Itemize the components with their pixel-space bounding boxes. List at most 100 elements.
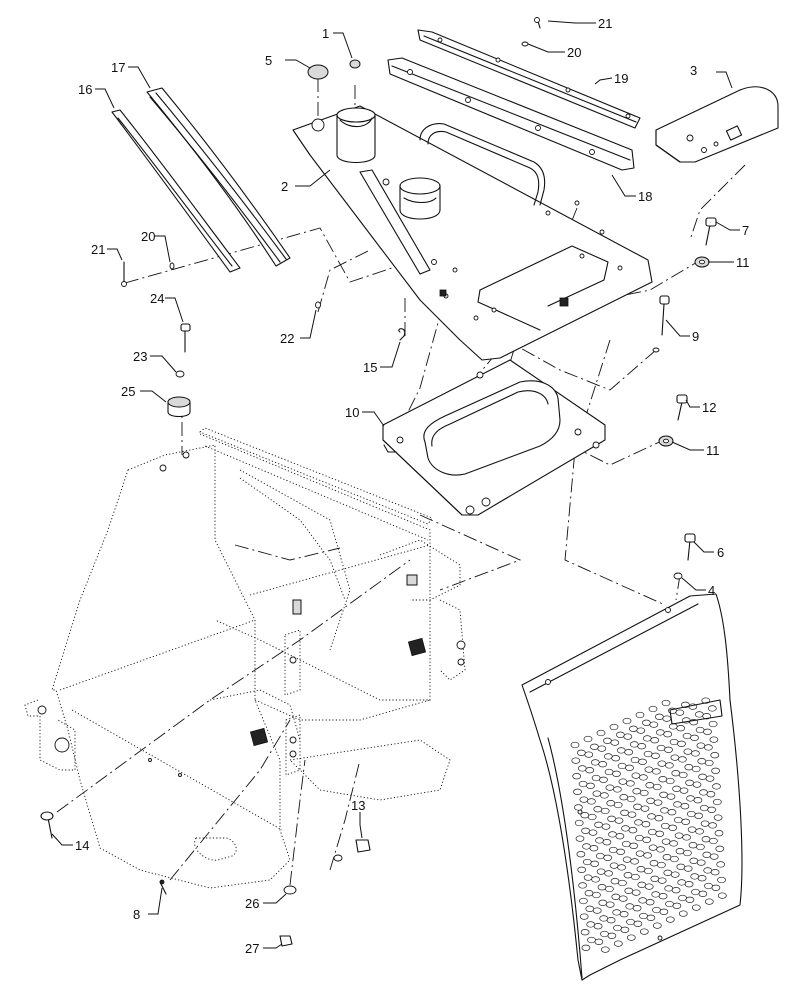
grille-hole (676, 863, 686, 870)
grille-hole (650, 875, 660, 882)
grille-hole (605, 885, 614, 893)
grille-hole (605, 901, 615, 908)
part-18-trim-strip (387, 57, 635, 171)
grille-hole (661, 838, 671, 845)
grille-hole (639, 774, 648, 781)
grille-hole (607, 815, 616, 822)
grille-hole (616, 731, 625, 738)
grille-hole (683, 865, 693, 872)
callout-27: 27 (245, 941, 259, 956)
callout-2: 2 (281, 179, 288, 194)
grille-hole (661, 699, 671, 707)
grille-hole (671, 887, 681, 894)
grille-hole (630, 756, 640, 764)
grille-hole (690, 734, 699, 741)
grille-hole (677, 740, 686, 747)
grille-hole (631, 889, 641, 896)
grille-hole (587, 813, 597, 821)
grille-hole (637, 881, 647, 888)
grille-hole (642, 836, 652, 843)
grille-hole (580, 812, 590, 819)
grille-hole (710, 869, 720, 876)
grille-hole (685, 896, 695, 903)
grille-hole (651, 891, 661, 898)
grille-hole (597, 884, 607, 891)
grille-hole (699, 804, 709, 812)
grille-hole (631, 873, 640, 881)
grille-hole (644, 766, 654, 773)
grille-hole (645, 899, 655, 906)
grille-hole (592, 790, 602, 797)
grille-hole (655, 713, 664, 720)
grille-hole (638, 758, 647, 765)
grille-hole (601, 823, 611, 830)
grille-hole (572, 773, 582, 780)
callout-18: 18 (638, 189, 652, 204)
grille-hole (678, 771, 688, 779)
grille-hole (657, 760, 667, 767)
grille-hole (581, 944, 591, 951)
grille-hole (596, 729, 606, 737)
part-2-floor-plate (292, 105, 653, 361)
grille-hole (635, 850, 645, 857)
grille-hole (684, 764, 694, 771)
grille-hole (598, 761, 608, 768)
grille-hole (645, 782, 655, 789)
grille-hole (576, 851, 586, 858)
callout-14: 14 (75, 838, 89, 853)
grille-hole (618, 895, 628, 902)
grille-hole (707, 705, 717, 712)
grille-hole (713, 814, 723, 821)
grille-hole (590, 860, 600, 867)
callout-21-top: 21 (598, 16, 612, 31)
grille-hole (694, 812, 704, 819)
callout-13: 13 (351, 798, 365, 813)
grille-hole (618, 879, 627, 887)
main-enclosure (24, 427, 466, 889)
grille-hole (709, 837, 718, 845)
grille-hole (714, 830, 724, 837)
grille-hole (629, 725, 638, 732)
grille-hole (670, 754, 680, 761)
grille-hole (669, 738, 679, 746)
grille-hole (708, 720, 718, 728)
callout-16: 16 (78, 82, 92, 97)
grille-hole (639, 928, 649, 935)
grille-hole (616, 848, 626, 855)
grille-hole (597, 745, 607, 752)
grille-hole (617, 762, 627, 770)
grille-hole (686, 795, 695, 802)
grille-hole (697, 875, 707, 882)
grille-hole (691, 750, 700, 757)
grille-hole (665, 900, 674, 908)
callout-9: 9 (692, 329, 699, 344)
grille-hole (675, 848, 685, 855)
grille-hole (629, 741, 639, 748)
grille-hole (609, 862, 619, 869)
grille-hole (606, 917, 616, 924)
grille-hole (685, 779, 694, 786)
grille-hole (626, 918, 635, 926)
grille-hole (595, 852, 605, 860)
grille-hole (688, 842, 698, 849)
grille-hole (717, 876, 726, 884)
grille-hole (591, 774, 601, 782)
part-10-mount-plate (382, 359, 606, 516)
callout-22: 22 (280, 331, 294, 346)
grille-hole (678, 910, 688, 917)
grille-hole (704, 898, 714, 905)
grille-hole (596, 868, 606, 875)
grille-hole (643, 852, 652, 859)
grille-hole (646, 914, 656, 921)
grille-hole (599, 776, 608, 783)
grille-hole (583, 735, 593, 743)
grille-hole (680, 803, 690, 810)
grille-hole (684, 881, 694, 888)
grille-hole (687, 826, 697, 833)
grille-hole (606, 800, 616, 807)
grille-hole (657, 877, 667, 884)
grille-hole (575, 835, 585, 842)
grille-hole (646, 797, 655, 804)
grille-hole (697, 758, 707, 765)
grille-hole (600, 930, 609, 938)
